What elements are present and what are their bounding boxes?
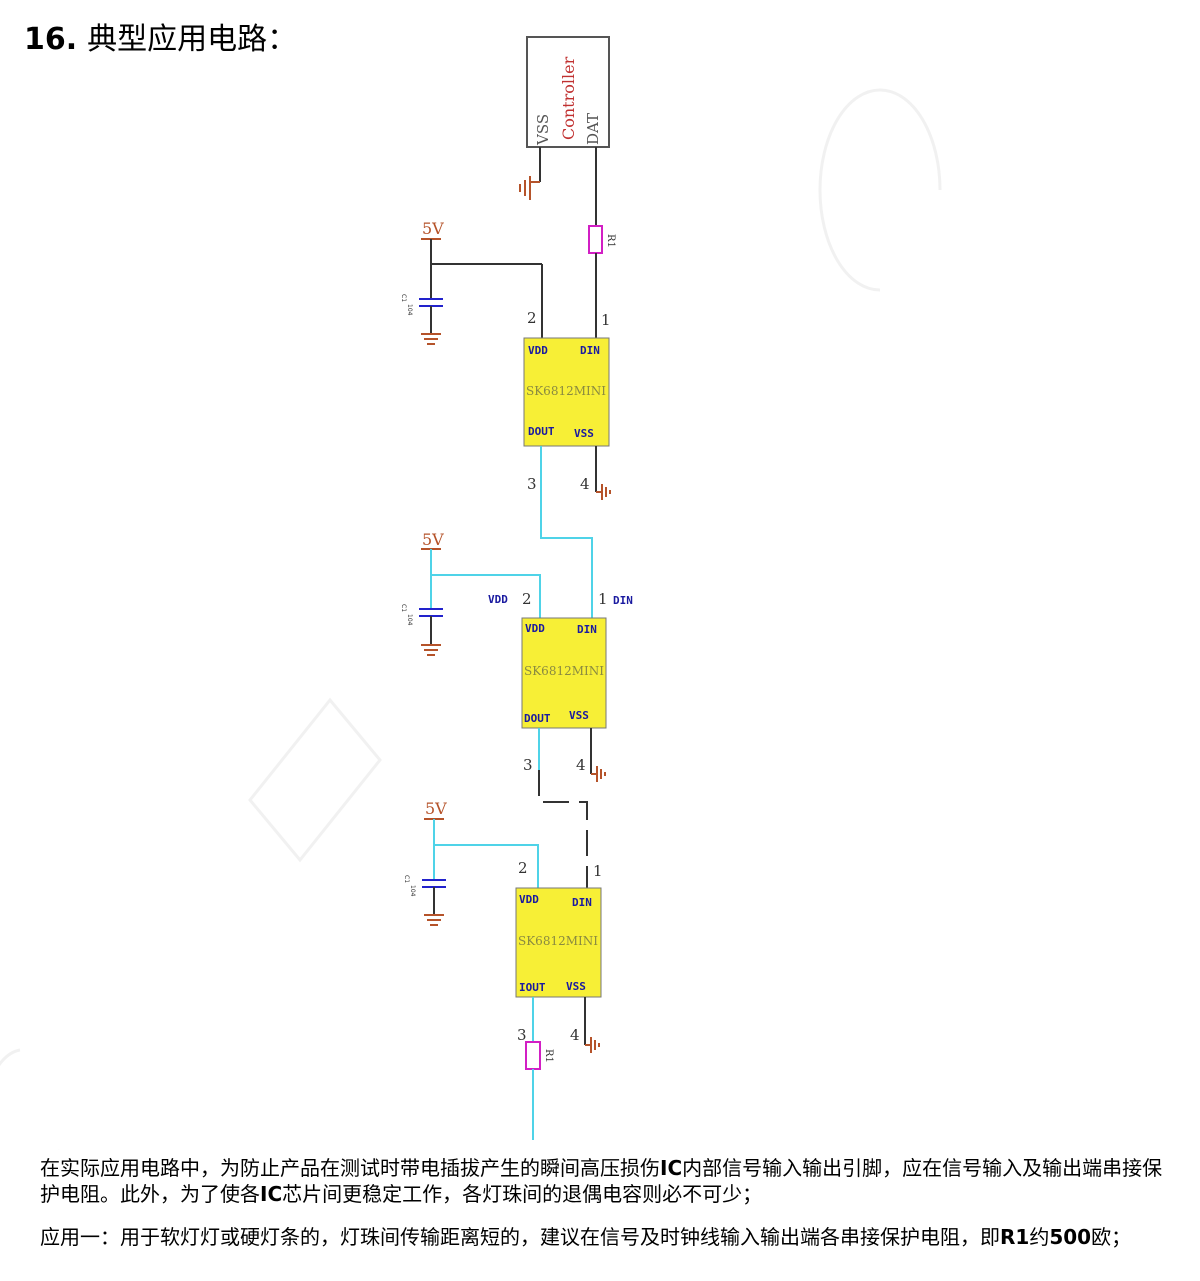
- watermark: [0, 88, 942, 1150]
- paragraph-text: 内部信号输入输出引脚，应在信号输入及输出端串接保护电阻。此外，为了使各: [40, 1156, 1163, 1206]
- dashed-continuation-wire: [538, 770, 588, 888]
- pin-number: 2: [527, 309, 537, 327]
- chip-pin-dout: DOUT: [528, 425, 555, 438]
- ground-symbol: [519, 176, 540, 200]
- pin-number: 4: [570, 1026, 580, 1044]
- section-title: 典型应用电路：: [87, 22, 298, 57]
- capacitor-value: 104: [409, 885, 416, 897]
- circuit-diagram: Controller VSS DAT R1 5V C1 104 2 1 VDD …: [0, 36, 942, 1150]
- chip-pin-dout: IOUT: [519, 981, 546, 994]
- external-vdd-label: VDD: [488, 593, 508, 606]
- decoupling-capacitor: C1 104: [400, 604, 443, 626]
- paragraph-text: 约: [1029, 1225, 1050, 1249]
- resistor-r1-input: [588, 225, 603, 254]
- pin-number: 1: [598, 590, 608, 608]
- pin-number: 4: [580, 475, 590, 493]
- chip-pin-vdd: VDD: [525, 622, 545, 635]
- paragraph-application-one: 应用一：用于软灯灯或硬灯条的，灯珠间传输距离短的，建议在信号及时钟线输入输出端各…: [40, 1224, 1170, 1250]
- paragraph-bold-text: R1: [1000, 1225, 1030, 1249]
- supply-label: 5V: [422, 219, 444, 238]
- external-din-label: DIN: [613, 594, 633, 607]
- capacitor-value: 104: [406, 304, 413, 316]
- controller-dat-pin: DAT: [584, 113, 602, 145]
- capacitor-label: C1: [400, 604, 407, 612]
- ground-symbol: [591, 766, 606, 782]
- pin-number: 2: [522, 590, 532, 608]
- decoupling-capacitor: C1 104: [403, 875, 446, 897]
- paragraph-text: 芯片间更稳定工作，各灯珠间的退偶电容则必不可少；: [282, 1182, 763, 1206]
- led-chip: VDD DIN SK6812MINI IOUT VSS: [515, 887, 602, 998]
- controller-title: Controller: [559, 56, 578, 140]
- pin-number: 2: [518, 859, 528, 877]
- pin-number: 3: [517, 1026, 527, 1044]
- resistor-label: R1: [605, 234, 616, 248]
- led-chip: VDD DIN SK6812MINI DOUT VSS: [521, 617, 607, 729]
- capacitor-value: 104: [406, 614, 413, 626]
- ground-symbol: [421, 644, 441, 656]
- chip-name: SK6812MINI: [524, 664, 604, 678]
- ground-symbol: [424, 914, 444, 926]
- led-chip: VDD DIN SK6812MINI DOUT VSS: [523, 337, 610, 447]
- chip-pin-vdd: VDD: [519, 893, 539, 906]
- ground-symbol: [596, 484, 611, 500]
- chip-pin-din: DIN: [580, 344, 600, 357]
- supply-label: 5V: [425, 799, 447, 818]
- paragraph-text: 在实际应用电路中，为防止产品在测试时带电插拔产生的瞬间高压损伤: [40, 1156, 660, 1180]
- chip-pin-vdd: VDD: [528, 344, 548, 357]
- paragraph-bold-text: 500: [1049, 1225, 1092, 1249]
- pin-number: 4: [576, 756, 586, 774]
- section-heading: 16. 典型应用电路：: [24, 20, 297, 60]
- pin-number: 1: [593, 862, 603, 880]
- chip-pin-vss: VSS: [566, 980, 586, 993]
- resistor-label: R1: [543, 1049, 554, 1063]
- resistor-r1-output: [525, 1041, 541, 1070]
- chip-name: SK6812MINI: [518, 934, 598, 948]
- pin-number: 3: [527, 475, 537, 493]
- supply-label: 5V: [422, 530, 444, 549]
- chip-pin-din: DIN: [572, 896, 592, 909]
- chip-pin-dout: DOUT: [524, 712, 551, 725]
- pin-number: 1: [601, 311, 611, 329]
- chip-name: SK6812MINI: [526, 384, 606, 398]
- chip-pin-vss: VSS: [574, 427, 594, 440]
- paragraph-bold-text: IC: [660, 1156, 683, 1180]
- controller-block: Controller VSS DAT: [526, 36, 610, 148]
- controller-vss-pin: VSS: [534, 114, 552, 146]
- capacitor-label: C1: [400, 294, 407, 302]
- paragraph-bold-text: IC: [260, 1182, 283, 1206]
- ground-symbol: [421, 333, 441, 345]
- paragraph-text: 应用一：用于软灯灯或硬灯条的，灯珠间传输距离短的，建议在信号及时钟线输入输出端各…: [40, 1225, 1000, 1249]
- section-number: 16.: [24, 22, 78, 57]
- data-wire: [540, 446, 593, 618]
- chip-pin-din: DIN: [577, 623, 597, 636]
- decoupling-capacitor: C1 104: [400, 294, 443, 316]
- pin-number: 3: [523, 756, 533, 774]
- chip-pin-vss: VSS: [569, 709, 589, 722]
- paragraph-protection: 在实际应用电路中，为防止产品在测试时带电插拔产生的瞬间高压损伤IC内部信号输入输…: [40, 1155, 1170, 1207]
- paragraph-text: 欧；: [1091, 1225, 1132, 1249]
- capacitor-label: C1: [403, 875, 410, 883]
- ground-symbol: [585, 1037, 600, 1053]
